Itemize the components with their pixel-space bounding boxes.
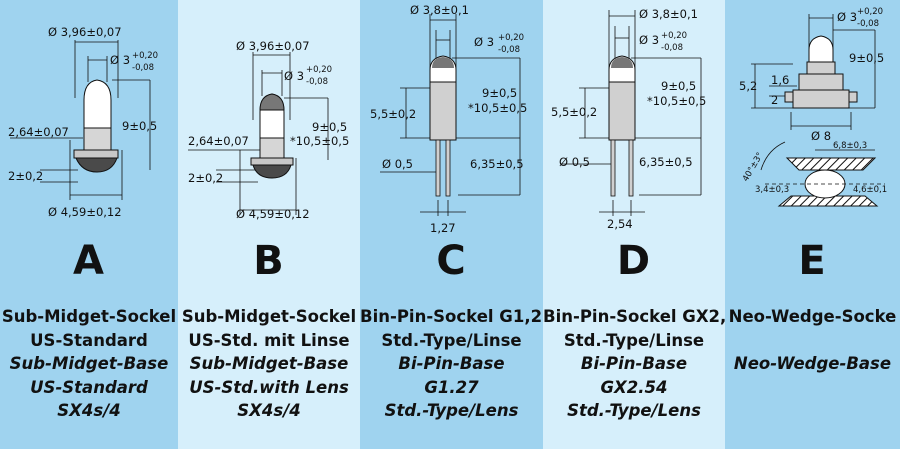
dim-height: 9±0,5 <box>661 79 696 93</box>
dim-left: 2,64±0,07 <box>8 125 69 139</box>
dim-left: 5,5±0,2 <box>551 105 597 119</box>
dim-top-diameter: Ø 3,8±0,1 <box>639 7 698 21</box>
panel-letter: B <box>253 238 285 284</box>
panel-description: Sub-Midget-Sockel US-Standard Sub-Midget… <box>0 305 178 423</box>
dim-cap-tol-top: +0,20 <box>857 7 883 17</box>
line-de-title: Bin-Pin-Sockel G1,27 <box>360 307 543 326</box>
line-en-title: Sub-Midget-Base <box>9 354 169 373</box>
line-code: SX4s/4 <box>237 401 301 420</box>
dim-cap-diameter: Ø 3 <box>474 35 494 49</box>
dim-h3: 2 <box>771 93 778 107</box>
panel-description: Sub-Midget-Sockel US-Std. mit Linse Sub-… <box>178 305 360 423</box>
dim-cap-diameter: Ø 3 <box>284 69 304 83</box>
diagram-d: Ø 3,8±0,1 Ø 3 +0,20 -0,08 9±0,5 *10,5±0,… <box>551 7 706 231</box>
dim-pin-diameter: Ø 0,5 <box>559 155 590 169</box>
diagram-b: Ø 3,96±0,07 Ø 3 +0,20 -0,08 2,64±0,07 9±… <box>188 39 349 221</box>
panel-description: Neo-Wedge-Socke Neo-Wedge-Base <box>725 305 900 376</box>
dim-height: 9±0,5 <box>849 51 884 65</box>
line-en-title: Bi-Pin-Base <box>398 354 505 373</box>
line-en-title: Sub-Midget-Base <box>189 354 349 373</box>
line-code: Std.-Type/Lens <box>384 401 519 420</box>
dim-height: 9±0,5 <box>312 120 347 134</box>
dim-height-lens: *10,5±0,5 <box>647 94 706 108</box>
dim-height-lens: *10,5±0,5 <box>468 101 527 115</box>
dim-cap-tol-top: +0,20 <box>661 31 687 41</box>
dim-h1: 5,2 <box>739 79 757 93</box>
panel-letter: A <box>73 238 105 284</box>
dim-height: 9±0,5 <box>122 119 157 133</box>
line-code: Std.-Type/Lens <box>567 401 701 420</box>
dim-bottom-diameter: Ø 4,59±0,12 <box>48 205 122 219</box>
dim-cap-tol-top: +0,20 <box>498 33 524 43</box>
dim-cap-diameter: Ø 3 <box>837 10 857 24</box>
line-de-title: Sub-Midget-Sockel <box>181 307 357 326</box>
dim-section-top: 6,8±0,3 <box>833 141 867 151</box>
dim-pin-length: 6,35±0,5 <box>470 157 524 171</box>
diagram-e: 6,8±0,3 3,4±0,3 4,6±0,1 40°±3° Ø 3 +0,20… <box>739 7 887 207</box>
line-de-sub: Std.-Type/Linse <box>563 330 705 350</box>
dim-cap-tol-bottom: -0,08 <box>498 45 520 55</box>
dim-top-diameter: Ø 3,96±0,07 <box>48 25 122 39</box>
dim-cap-diameter: Ø 3 <box>110 53 130 67</box>
dim-cap-tol-bottom: -0,08 <box>132 63 154 73</box>
dim-height-lens: *10,5±0,5 <box>290 134 349 148</box>
dim-width: Ø 8 <box>811 129 831 143</box>
dim-base: 2±0,2 <box>8 169 43 183</box>
panel-letter: E <box>798 238 827 284</box>
line-de-title: Sub-Midget-Sockel <box>1 307 177 326</box>
line-de-title: Bin-Pin-Sockel GX2,54 <box>543 307 725 326</box>
line-en-sub: GX2.54 <box>600 377 668 397</box>
line-de-sub: Std.-Type/Linse <box>381 330 522 350</box>
panel-b: Ø 3,96±0,07 Ø 3 +0,20 -0,08 2,64±0,07 9±… <box>178 0 360 449</box>
line-en-sub: US-Standard <box>30 377 148 397</box>
line-de-sub: US-Std. mit Linse <box>188 330 350 350</box>
dim-top-diameter: Ø 3,8±0,1 <box>410 3 469 17</box>
dim-h2: 1,6 <box>771 73 789 87</box>
panel-description: Bin-Pin-Sockel G1,27 Std.-Type/Linse Bi-… <box>360 305 543 423</box>
line-de-title: Neo-Wedge-Socke <box>728 307 897 326</box>
dim-cap-tol-bottom: -0,08 <box>306 77 328 87</box>
panel-letter: D <box>616 238 652 284</box>
dim-pitch: 2,54 <box>607 217 633 231</box>
dim-cap-diameter: Ø 3 <box>639 33 659 47</box>
line-de-sub: US-Standard <box>30 330 148 350</box>
line-blank <box>725 329 900 353</box>
dim-section-right: 4,6±0,1 <box>853 185 887 195</box>
dim-pin-diameter: Ø 0,5 <box>382 157 413 171</box>
dim-base: 2±0,2 <box>188 171 223 185</box>
line-code: SX4s/4 <box>57 401 121 420</box>
diagram-c: Ø 3,8±0,1 Ø 3 +0,20 -0,08 9±0,5 *10,5±0,… <box>370 3 527 235</box>
dim-cap-tol-top: +0,20 <box>132 51 158 61</box>
line-en-sub: US-Std.with Lens <box>189 377 349 397</box>
dim-pitch: 1,27 <box>430 221 456 235</box>
dim-left: 5,5±0,2 <box>370 107 416 121</box>
dim-pin-length: 6,35±0,5 <box>639 155 693 169</box>
panel-e: 6,8±0,3 3,4±0,3 4,6±0,1 40°±3° Ø 3 +0,20… <box>725 0 900 449</box>
dim-left: 2,64±0,07 <box>188 134 249 148</box>
diagram-a: Ø 3,96±0,07 Ø 3 +0,20 -0,08 2,64±0,07 9±… <box>8 25 158 219</box>
dim-bottom-diameter: Ø 4,59±0,12 <box>236 207 310 221</box>
dim-section-left: 3,4±0,3 <box>755 185 789 195</box>
panel-c: Ø 3,8±0,1 Ø 3 +0,20 -0,08 9±0,5 *10,5±0,… <box>360 0 543 449</box>
line-en-sub: G1.27 <box>424 377 479 397</box>
line-en-title: Bi-Pin-Base <box>580 354 688 373</box>
dim-height: 9±0,5 <box>482 86 517 100</box>
line-en-title: Neo-Wedge-Base <box>733 354 892 373</box>
dim-top-diameter: Ø 3,96±0,07 <box>236 39 310 53</box>
panel-letter: C <box>436 238 467 284</box>
panel-d: Ø 3,8±0,1 Ø 3 +0,20 -0,08 9±0,5 *10,5±0,… <box>543 0 725 449</box>
panel-description: Bin-Pin-Sockel GX2,54 Std.-Type/Linse Bi… <box>543 305 725 423</box>
dim-cap-tol-top: +0,20 <box>306 65 332 75</box>
dim-cap-tol-bottom: -0,08 <box>661 43 683 53</box>
dim-cap-tol-bottom: -0,08 <box>857 19 879 29</box>
panel-a: Ø 3,96±0,07 Ø 3 +0,20 -0,08 2,64±0,07 9±… <box>0 0 178 449</box>
